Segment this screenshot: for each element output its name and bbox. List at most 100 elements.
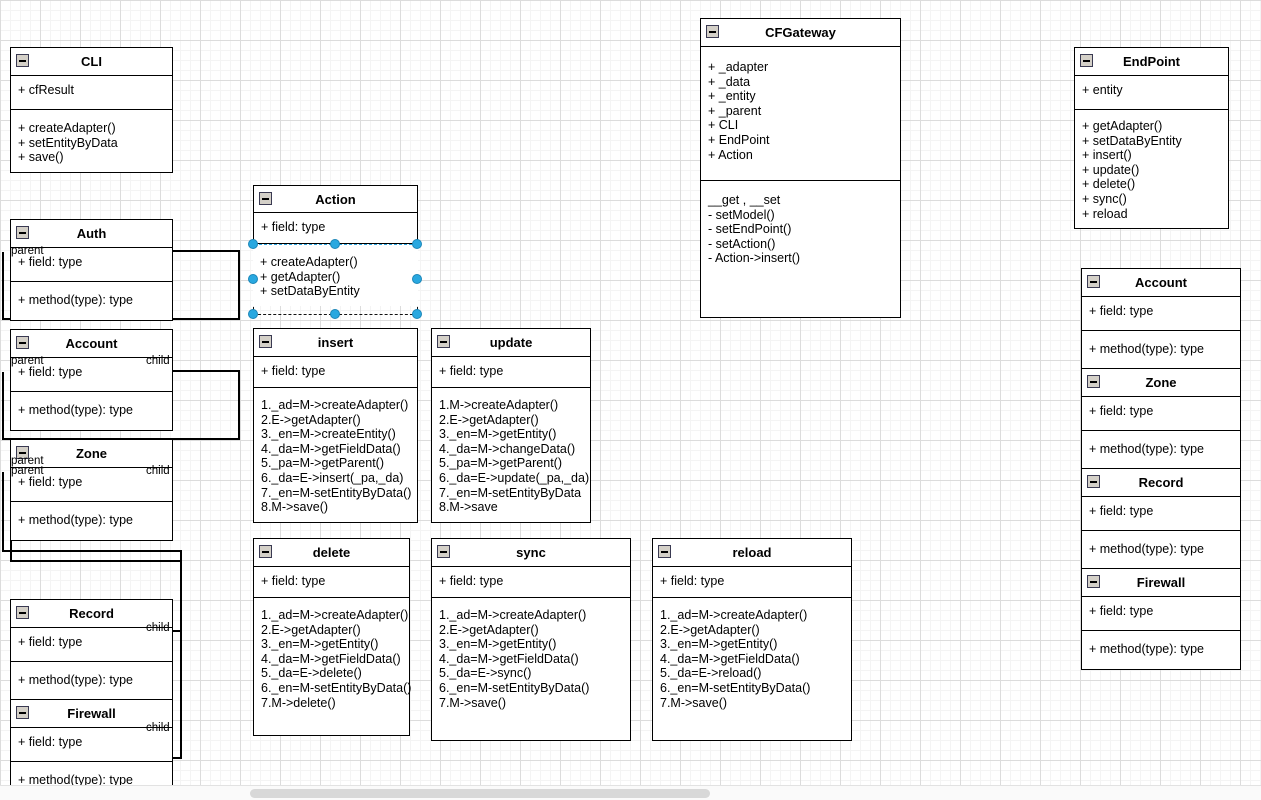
class-header-endpoint: EndPoint [1075, 48, 1228, 76]
method-item: 3._en=M->getEntity() [439, 427, 557, 442]
class-box-account-left[interactable]: Account + field: type + method(type): ty… [10, 329, 173, 431]
method-item: 5._da=E->sync() [439, 666, 532, 681]
horizontal-scrollbar-track[interactable] [0, 785, 1261, 800]
collapse-minus-icon[interactable] [706, 25, 719, 38]
class-attributes-cli: + cfResult [11, 76, 172, 110]
collapse-minus-icon[interactable] [259, 192, 272, 205]
class-attributes-account-right: + field: type [1082, 297, 1240, 331]
method-item: + save() [18, 150, 64, 165]
collapse-minus-icon[interactable] [1087, 275, 1100, 288]
horizontal-scrollbar-thumb[interactable] [250, 789, 710, 798]
class-attributes-zone-right: + field: type [1082, 397, 1240, 431]
connector-zone-bottom [2, 550, 182, 552]
class-box-reload[interactable]: reload + field: type 1._ad=M->createAdap… [652, 538, 852, 741]
collapse-minus-icon[interactable] [16, 336, 29, 349]
selection-handle-middle-right[interactable] [412, 274, 422, 284]
class-attributes-delete: + field: type [254, 567, 409, 598]
method-item: 4._da=M->getFieldData() [660, 651, 800, 666]
collapse-minus-icon[interactable] [1087, 475, 1100, 488]
method-item: __get , __set [708, 193, 781, 207]
class-box-auth[interactable]: Auth + field: type + method(type): type [10, 219, 173, 321]
method-item: 2.E->getAdapter() [439, 412, 539, 427]
collapse-minus-icon[interactable] [1087, 375, 1100, 388]
class-methods-endpoint: + getAdapter() + setDataByEntity + inser… [1075, 110, 1228, 229]
selection-handle-bottom-right[interactable] [412, 309, 422, 319]
class-box-firewall-right[interactable]: Firewall + field: type + method(type): t… [1081, 568, 1241, 670]
class-header-action: Action [253, 185, 418, 213]
collapse-minus-icon[interactable] [16, 54, 29, 67]
class-title: Account [1135, 275, 1187, 290]
class-methods-cli: + createAdapter() + setEntityByData + sa… [11, 110, 172, 172]
selection-handle-middle-left[interactable] [248, 274, 258, 284]
method-item: 3._en=M->getEntity() [261, 637, 379, 652]
class-box-action[interactable]: Action + field: type + createAdapter() +… [253, 185, 418, 306]
class-box-zone-left[interactable]: Zone + field: type + method(type): type [10, 439, 173, 541]
collapse-minus-icon[interactable] [437, 545, 450, 558]
selection-handle-bottom-left[interactable] [248, 309, 258, 319]
collapse-minus-icon[interactable] [16, 226, 29, 239]
method-item: - setModel() [708, 207, 775, 222]
class-attributes-firewall-left: + field: type [11, 728, 172, 762]
class-header-insert: insert [254, 329, 417, 357]
class-box-account-right[interactable]: Account + field: type + method(type): ty… [1081, 268, 1241, 370]
class-attributes-insert: + field: type [254, 357, 417, 388]
collapse-minus-icon[interactable] [259, 335, 272, 348]
class-header-firewall-left: Firewall [11, 700, 172, 728]
collapse-minus-icon[interactable] [437, 335, 450, 348]
attribute-item: + _data [708, 74, 751, 89]
collapse-minus-icon[interactable] [16, 446, 29, 459]
class-attributes-record-left: + field: type [11, 628, 172, 662]
method-item: 7.M->save() [439, 695, 507, 710]
method-item: 6._en=M-setEntityByData() [261, 680, 412, 695]
method-item: + update() [1082, 162, 1140, 177]
collapse-minus-icon[interactable] [259, 545, 272, 558]
collapse-minus-icon[interactable] [16, 706, 29, 719]
class-box-delete[interactable]: delete + field: type 1._ad=M->createAdap… [253, 538, 412, 736]
collapse-minus-icon[interactable] [658, 545, 671, 558]
edge-label-zone-child: child [146, 465, 170, 477]
method-item: 3._en=M->getEntity() [439, 637, 557, 652]
class-box-cli[interactable]: CLI + cfResult + createAdapter() + setEn… [10, 47, 173, 173]
connector-account-bottom [2, 438, 240, 440]
method-item: 1._ad=M->createAdapter() [439, 608, 587, 622]
class-box-sync[interactable]: sync + field: type 1._ad=M->createAdapte… [431, 538, 631, 741]
edge-label-account-parent: parent [11, 355, 44, 367]
class-box-cfgateway[interactable]: CFGateway + _adapter + _data + _entity +… [700, 18, 901, 318]
attribute-item: + field: type [18, 635, 83, 649]
edge-label-auth-parent: parent [11, 245, 44, 257]
method-item: + method(type): type [18, 293, 133, 307]
method-item: 6._en=M-setEntityByData() [439, 680, 590, 695]
method-item: + method(type): type [1089, 442, 1204, 456]
class-box-record-left[interactable]: Record + field: type + method(type): typ… [10, 599, 173, 701]
attribute-item: + CLI [708, 118, 739, 133]
method-item: 7._en=M-setEntityByData [439, 485, 582, 500]
class-title: delete [312, 545, 351, 560]
class-title: reload [732, 545, 772, 560]
class-box-zone-right[interactable]: Zone + field: type + method(type): type [1081, 368, 1241, 470]
collapse-minus-icon[interactable] [1087, 575, 1100, 588]
class-box-endpoint[interactable]: EndPoint + entity + getAdapter() + setDa… [1074, 47, 1229, 230]
method-item: - Action->insert() [708, 251, 801, 266]
class-title: Firewall [1136, 575, 1186, 590]
class-box-update[interactable]: update + field: type 1.M->createAdapter(… [431, 328, 591, 523]
class-box-insert[interactable]: insert + field: type 1._ad=M->createAdap… [253, 328, 418, 523]
class-attributes-update: + field: type [432, 357, 590, 388]
selection-handle-bottom-center[interactable] [330, 309, 340, 319]
class-title: Action [315, 192, 356, 207]
selection-handle-top-left[interactable] [248, 239, 258, 249]
class-box-record-right[interactable]: Record + field: type + method(type): typ… [1081, 468, 1241, 570]
edge-label-zone-parent-a: parent [11, 455, 44, 467]
class-methods-zone-right: + method(type): type [1082, 431, 1240, 469]
method-item: 1._ad=M->createAdapter() [660, 608, 808, 622]
method-item: + method(type): type [1089, 342, 1204, 356]
class-title: sync [516, 545, 546, 560]
method-item: + insert() [1082, 148, 1132, 163]
method-item: 1._ad=M->createAdapter() [261, 398, 409, 412]
collapse-minus-icon[interactable] [16, 606, 29, 619]
selection-handle-top-right[interactable] [412, 239, 422, 249]
collapse-minus-icon[interactable] [1080, 54, 1093, 67]
class-header-delete: delete [254, 539, 409, 567]
selection-handle-top-center[interactable] [330, 239, 340, 249]
edge-label-record-child: child [146, 622, 170, 634]
